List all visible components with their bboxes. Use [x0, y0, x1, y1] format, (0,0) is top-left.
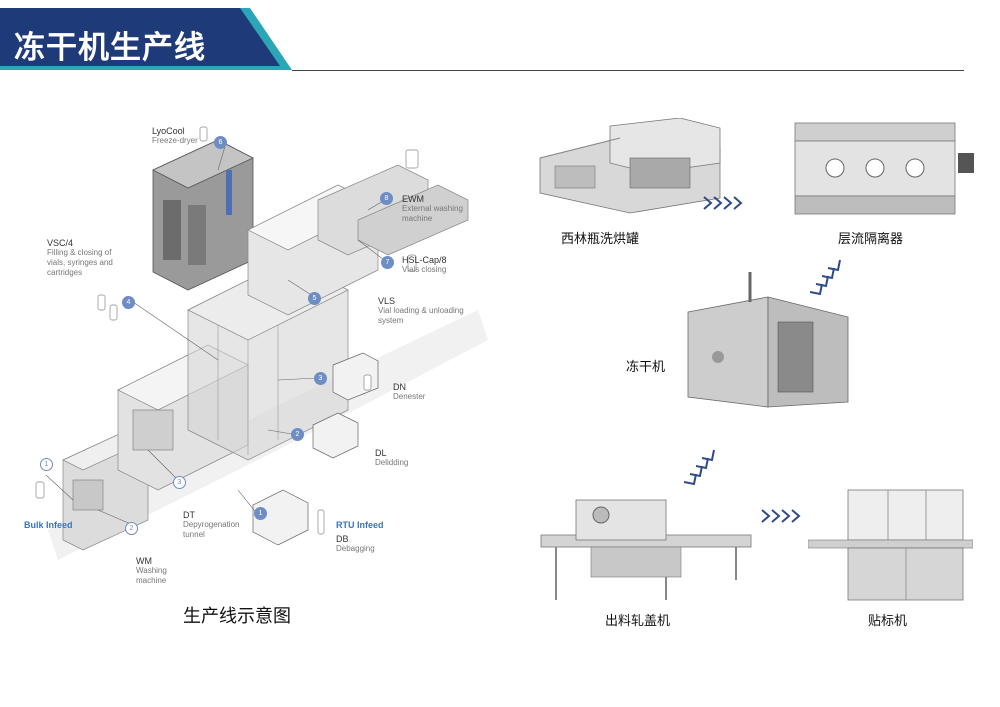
step-badge: 2	[291, 428, 304, 441]
header-banner: 冻干机生产线	[0, 8, 300, 74]
flow-arrow-down-left	[809, 258, 850, 306]
step-label-vsc4: VSC/4 Filling & closing of vials, syring…	[47, 238, 113, 277]
step-label-wm: WM Washing machine	[136, 556, 167, 585]
step-badge: 4	[122, 296, 135, 309]
step-label-rtu-infeed: RTU Infeed	[336, 520, 384, 530]
machine-image-freeze-dryer	[678, 272, 858, 412]
step-label-ewm: EWM External washing machine	[402, 194, 463, 223]
step-label-hsl-cap: HSL-Cap/8 Vials closing	[402, 255, 447, 274]
page-title: 冻干机生产线	[14, 30, 206, 66]
diagram-caption: 生产线示意图	[183, 606, 291, 627]
flow-arrow-down-left	[683, 448, 724, 496]
step-badge: 1	[40, 458, 53, 471]
step-badge: 8	[380, 192, 393, 205]
machine-label: 贴标机	[868, 614, 908, 629]
machine-image-washer	[530, 118, 730, 218]
machine-label: 层流隔离器	[838, 232, 904, 247]
step-label-dt: DT Depyrogenation tunnel	[183, 510, 240, 539]
flow-arrow-right	[760, 507, 812, 529]
machine-label: 冻干机	[626, 360, 666, 375]
production-line-illustration	[35, 126, 488, 560]
step-label-bulk-infeed: Bulk Infeed	[24, 520, 73, 530]
flow-arrow-right	[702, 194, 754, 216]
step-badge: 6	[214, 136, 227, 149]
step-badge: 5	[308, 292, 321, 305]
step-label-dl: DL Delidding	[375, 448, 409, 467]
step-badge: 7	[381, 256, 394, 269]
step-badge: 3	[314, 372, 327, 385]
machine-image-labeler	[808, 488, 973, 603]
step-label-vls: VLS Vial loading & unloading system	[378, 296, 464, 325]
step-label-dn: DN Denester	[393, 382, 426, 401]
header-divider	[292, 70, 964, 71]
step-label-lyocool: LyoCool Freeze-dryer	[152, 126, 198, 145]
banner-shape	[0, 8, 292, 70]
machine-image-isolator	[790, 118, 980, 218]
machine-image-capping	[536, 490, 761, 605]
production-line-diagram: 1 2 3 1 2 3 4 5 6 7 8 Bulk Infeed WM Was…	[18, 110, 488, 600]
step-badge: 1	[254, 507, 267, 520]
step-badge: 2	[125, 522, 138, 535]
step-label-db: DB Debagging	[336, 534, 375, 553]
machine-label: 出料轧盖机	[605, 614, 671, 629]
step-badge: 3	[173, 476, 186, 489]
machine-label: 西林瓶洗烘罐	[561, 232, 640, 247]
